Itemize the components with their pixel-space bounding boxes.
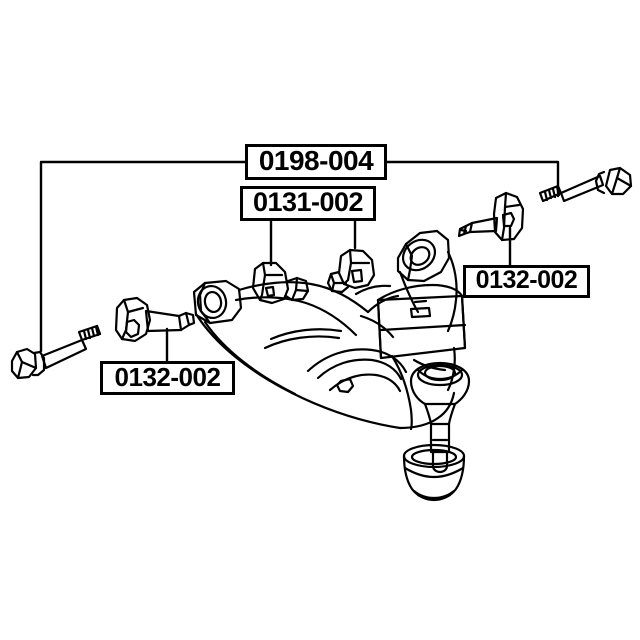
ball-joint <box>409 361 471 474</box>
cam-bolt-left <box>114 296 196 343</box>
control-arm-body <box>192 229 467 431</box>
cam-bolt-right <box>457 191 525 242</box>
callout-0132-002-right-text: 0132-002 <box>475 266 578 294</box>
hex-bolt-left <box>10 324 102 380</box>
callout-0198-004-text: 0198-004 <box>258 145 374 176</box>
callout-0132-002-left-text: 0132-002 <box>114 362 221 392</box>
callout-0131-002-text: 0131-002 <box>252 187 364 217</box>
leader-lines <box>39 160 560 363</box>
callout-0132-002-left[interactable]: 0132-002 <box>100 361 235 395</box>
callout-0131-002[interactable]: 0131-002 <box>240 186 376 221</box>
hex-bolt-right <box>538 166 633 203</box>
callout-0198-004[interactable]: 0198-004 <box>245 144 387 180</box>
bushing-right <box>326 248 376 294</box>
callout-0132-002-right[interactable]: 0132-002 <box>463 265 590 298</box>
dust-boot <box>402 443 466 502</box>
